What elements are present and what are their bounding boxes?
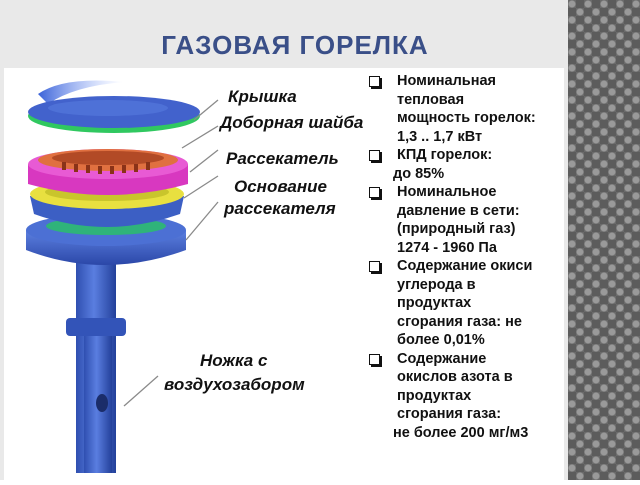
label-base-line2: рассекателя	[224, 199, 336, 218]
burner-diagram: Крышка Доборная шайба Рассекатель Основа…	[4, 68, 364, 480]
label-washer: Доборная шайба	[220, 113, 364, 132]
label-lid: Крышка	[228, 87, 297, 106]
label-spreader: Рассекатель	[226, 149, 339, 168]
spec-line: сгорания газа: не	[397, 313, 522, 330]
spec-line: мощность горелок:	[397, 110, 536, 126]
spec-line: 1274 - 1960 Па	[397, 239, 497, 256]
label-leg-line2: воздухозабором	[164, 375, 305, 394]
spec-continuation: до 85%	[393, 165, 445, 182]
spec-item: Номинальное давление в сети: (природный …	[367, 183, 567, 257]
spec-item: КПД горелок:	[367, 146, 567, 165]
bullet-checkbox-icon	[369, 353, 380, 365]
bullet-checkbox-icon	[369, 150, 380, 161]
spec-line: Номинальная	[397, 73, 497, 89]
spec-item: Содержание окиси углерода в продуктах сг…	[367, 257, 567, 350]
slide-content: Крышка Доборная шайба Рассекатель Основа…	[4, 68, 564, 480]
spec-item: Номинальная тепловая мощность горелок: 1…	[367, 72, 567, 146]
spec-line: Номинальное	[397, 184, 497, 200]
spec-line: давление в сети:	[397, 202, 520, 219]
spec-line: углерода в	[397, 276, 476, 293]
bullet-checkbox-icon	[369, 76, 380, 87]
spec-item: Содержание окислов азота в продуктах сго…	[367, 350, 567, 424]
spec-line: сгорания газа:	[397, 406, 502, 422]
leader-lines	[123, 99, 219, 407]
spec-line: Содержание	[397, 350, 487, 367]
spec-line: более 0,01%	[397, 332, 485, 348]
label-base-line1: Основание	[234, 177, 327, 196]
spec-line: продуктах	[397, 295, 472, 311]
bullet-checkbox-icon	[369, 261, 380, 272]
burner-leg-collar	[66, 318, 126, 336]
air-intake-hole	[96, 394, 108, 412]
swoosh-highlight	[38, 80, 124, 104]
spreader-teeth	[62, 162, 150, 174]
spec-line: продуктах	[397, 387, 472, 404]
label-leg-line1: Ножка с	[200, 351, 268, 370]
spec-line: (природный газ)	[397, 221, 516, 237]
spec-line: 1,3 .. 1,7 кВт	[397, 128, 483, 145]
slide-title: ГАЗОВАЯ ГОРЕЛКА	[161, 30, 429, 60]
spec-line: окислов азота в	[397, 369, 513, 385]
spec-line: КПД горелок:	[397, 147, 493, 163]
spec-line: тепловая	[397, 91, 465, 108]
spec-line: Содержание окиси	[397, 258, 533, 274]
specs-list: Номинальная тепловая мощность горелок: 1…	[367, 72, 567, 442]
spec-continuation: не более 200 мг/м3	[393, 424, 529, 441]
decorative-side-strip	[568, 0, 640, 480]
burner-illustration	[26, 80, 219, 473]
bullet-checkbox-icon	[369, 187, 380, 198]
